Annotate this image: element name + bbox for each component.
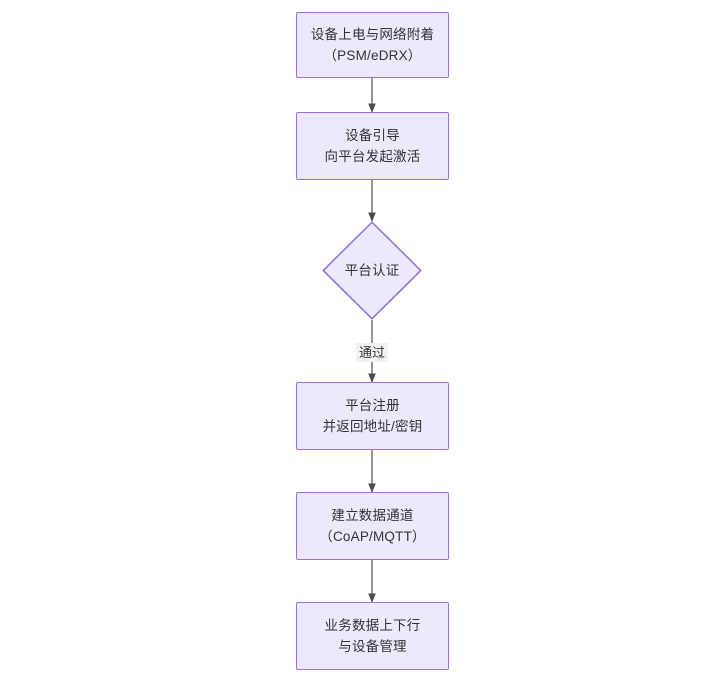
- edge-label-pass: 通过: [355, 343, 389, 362]
- node-label: 设备引导 向平台发起激活: [324, 128, 421, 164]
- node-data-channel[interactable]: 建立数据通道 （CoAP/MQTT）: [296, 492, 449, 560]
- node-label: 平台认证: [344, 263, 400, 278]
- diamond-icon: [322, 221, 422, 320]
- node-label: 平台注册 并返回地址/密钥: [322, 398, 423, 434]
- node-label: 业务数据上下行 与设备管理: [324, 618, 421, 654]
- node-device-power-on[interactable]: 设备上电与网络附着 （PSM/eDRX）: [296, 12, 449, 78]
- node-platform-authentication[interactable]: 平台认证: [322, 221, 422, 320]
- node-device-bootstrap[interactable]: 设备引导 向平台发起激活: [296, 112, 449, 180]
- node-business-data[interactable]: 业务数据上下行 与设备管理: [296, 602, 449, 670]
- node-label: 设备上电与网络附着 （PSM/eDRX）: [310, 27, 435, 63]
- node-label: 建立数据通道 （CoAP/MQTT）: [319, 508, 426, 544]
- node-platform-registration[interactable]: 平台注册 并返回地址/密钥: [296, 382, 449, 450]
